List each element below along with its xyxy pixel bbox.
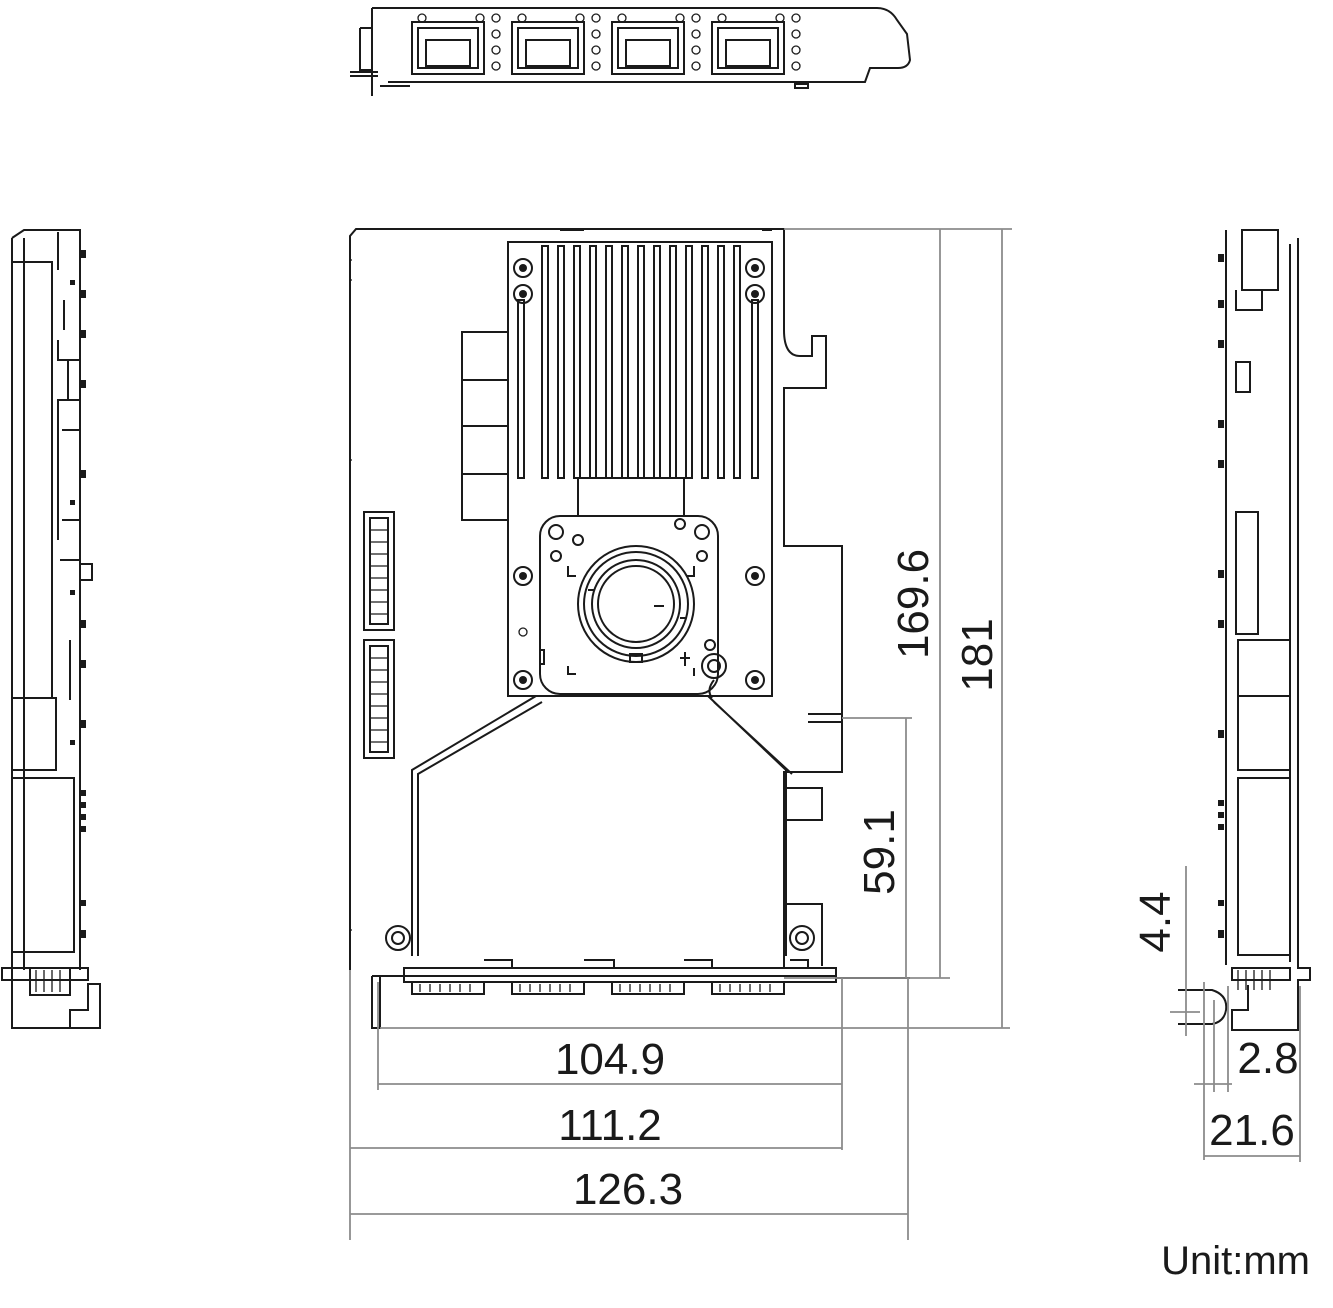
top-vent-holes bbox=[417, 13, 801, 71]
dim-label-21-6: 21.6 bbox=[1209, 1106, 1295, 1155]
top-sfp-cage-1 bbox=[411, 21, 485, 75]
dim-label-59-1: 59.1 bbox=[855, 809, 904, 895]
top-sfp-cage-4 bbox=[711, 21, 785, 75]
dim-label-181: 181 bbox=[953, 618, 1002, 691]
fan-housing bbox=[539, 515, 719, 695]
top-view bbox=[350, 7, 912, 96]
dim-label-126-3: 126.3 bbox=[573, 1165, 683, 1214]
right-side-view bbox=[1178, 229, 1311, 1031]
dim-label-111-2: 111.2 bbox=[558, 1101, 662, 1150]
left-side-view bbox=[1, 229, 101, 1029]
dim-label-104-9: 104.9 bbox=[555, 1035, 665, 1084]
pin-header-lower bbox=[363, 639, 395, 759]
dim-label-4-4: 4.4 bbox=[1131, 891, 1180, 952]
dimension-labels: 169.6 181 59.1 4.4 2.8 21.6 104.9 111.2 … bbox=[555, 549, 1310, 1283]
io-bracket bbox=[371, 959, 910, 1029]
front-view bbox=[349, 228, 910, 1029]
dimension-lines bbox=[349, 228, 1301, 1240]
fan bbox=[577, 545, 695, 663]
pcb-outline bbox=[349, 228, 843, 970]
heatsink bbox=[507, 229, 773, 699]
top-sfp-cage-2 bbox=[511, 21, 585, 75]
left-edge-components bbox=[70, 250, 86, 938]
unit-label: Unit:mm bbox=[1161, 1239, 1310, 1283]
heatsink-screws bbox=[513, 258, 765, 690]
top-sfp-cage-3 bbox=[611, 21, 685, 75]
heat-spreader bbox=[411, 695, 793, 956]
right-edge-components bbox=[1218, 254, 1224, 938]
pin-header-upper bbox=[363, 511, 395, 631]
dim-label-169-6: 169.6 bbox=[889, 549, 938, 659]
dim-label-2-8: 2.8 bbox=[1237, 1034, 1298, 1083]
